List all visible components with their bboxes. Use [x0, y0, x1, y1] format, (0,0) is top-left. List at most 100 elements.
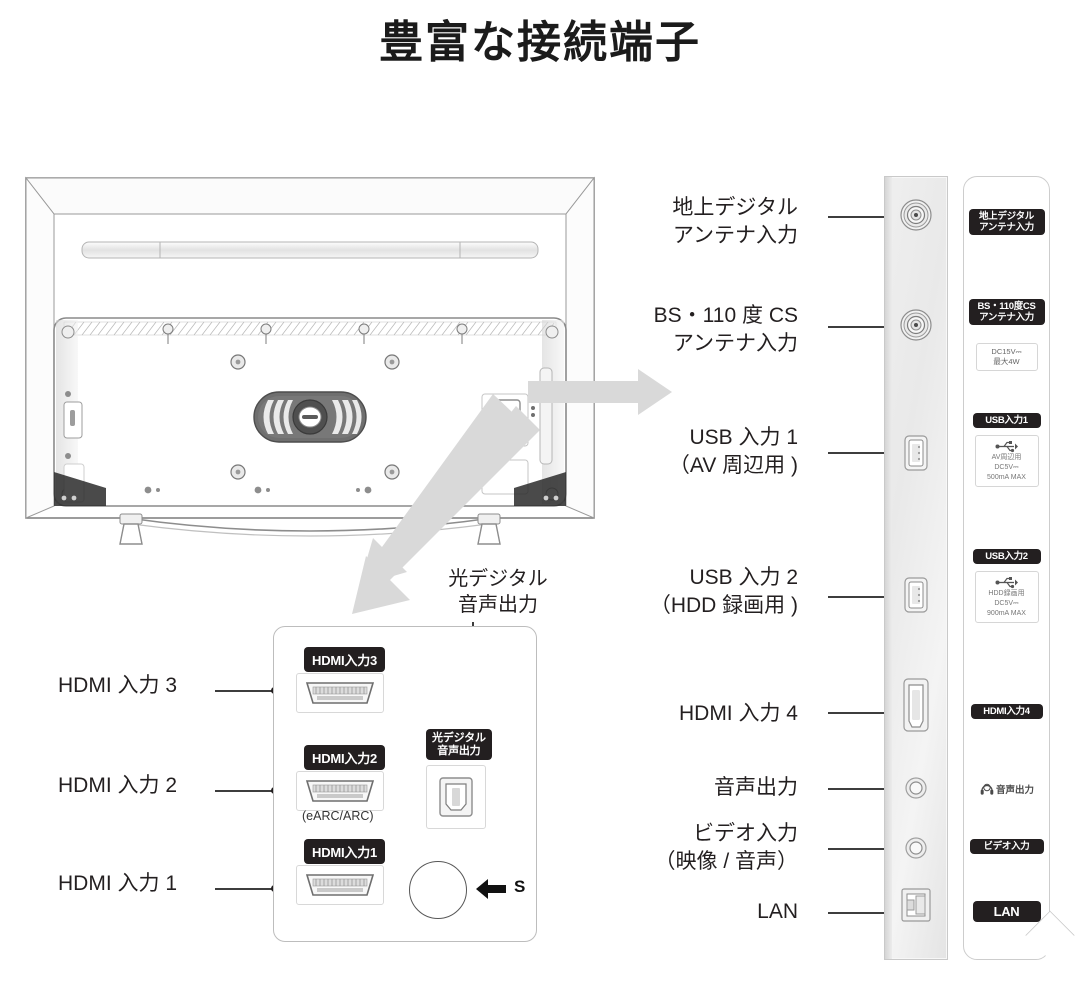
legend-badge-video-in: ビデオ入力: [969, 839, 1044, 855]
page-title: 豊富な接続端子: [379, 18, 701, 67]
jack-badge-optical-audio: 光デジタル 音声出力: [426, 729, 492, 761]
leader-audio-out: [828, 788, 890, 790]
badge-line-1: USB入力2: [985, 551, 1028, 562]
legend-badge-terrestrial-antenna: 地上デジタル アンテナ入力: [968, 209, 1045, 236]
legend-spec-usb-2: HDD録画用 DC5V⎓ 900mA MAX: [974, 571, 1039, 624]
hdmi-port-4[interactable]: [900, 677, 932, 738]
s-marker-label: S: [514, 877, 525, 897]
leader-lan: [828, 912, 890, 914]
leader-hdmi-2: [215, 790, 273, 792]
label-line-1: USB 入力 2: [689, 566, 798, 589]
label-lan: LAN: [757, 898, 798, 926]
spec-line-3: 500mA MAX: [987, 473, 1026, 481]
label-hdmi-2: HDMI 入力 2: [58, 772, 177, 799]
label-line-1: BS・110 度 CS: [653, 304, 798, 327]
spec-line-1: DC15V⎓: [991, 347, 1022, 356]
label-audio-out: 音声出力: [714, 774, 798, 802]
coax-antenna-jack-bscs[interactable]: [898, 307, 934, 348]
badge-line-1: HDMI入力4: [983, 706, 1030, 717]
label-line-1: 光デジタル: [448, 568, 548, 590]
label-line-1: 音声出力: [714, 776, 798, 799]
badge-line-2: アンテナ入力: [979, 312, 1034, 324]
label-line-1: 地上デジタル: [672, 196, 798, 219]
side-connector-panel: [884, 176, 948, 960]
label-line-1: USB 入力 1: [689, 426, 798, 449]
badge-line-2: アンテナ入力: [979, 222, 1034, 234]
label-hdmi-3: HDMI 入力 3: [58, 672, 177, 699]
badge-line-2: 音声出力: [437, 744, 481, 757]
spec-line-1: HDD録画用: [988, 590, 1025, 597]
coax-antenna-jack-terrestrial[interactable]: [898, 197, 934, 238]
badge-text: HDMI入力1: [312, 845, 378, 860]
legend-label-audio-out: 音声出力: [979, 781, 1034, 796]
lan-rj45-port[interactable]: [898, 885, 934, 930]
headphone-icon: [980, 783, 993, 795]
label-text: HDMI 入力 3: [58, 674, 178, 697]
label-text: HDMI 入力 2: [58, 774, 178, 797]
left-arrow-icon: [476, 879, 506, 899]
usb-type-a-port-1[interactable]: [901, 433, 931, 478]
usb-type-a-port-2[interactable]: [901, 575, 931, 620]
label-hdmi-1: HDMI 入力 1: [58, 870, 177, 897]
leader-bs-cs-antenna: [828, 326, 890, 328]
jack-badge-hdmi-2: HDMI入力2: [304, 745, 386, 770]
label-terrestrial-antenna: 地上デジタル アンテナ入力: [672, 194, 798, 249]
video-in-jack[interactable]: [903, 835, 929, 866]
label-video-in: ビデオ入力 （映像 / 音声）: [654, 820, 798, 875]
label-line-2: （AV 周辺用 ): [668, 453, 798, 477]
spec-line-2: 最大4W: [993, 357, 1020, 367]
jack-badge-hdmi-3: HDMI入力3: [304, 647, 386, 672]
badge-line-1: LAN: [993, 904, 1020, 919]
label-line-2: アンテナ入力: [672, 223, 798, 247]
badge-text: HDMI入力3: [312, 653, 378, 668]
usb-icon: [995, 441, 1018, 453]
label-optical-audio-out: 光デジタル 音声出力: [418, 566, 578, 618]
spec-line-3: 900mA MAX: [987, 609, 1026, 617]
power-button-circle[interactable]: [409, 861, 467, 919]
leader-terrestrial-antenna: [828, 216, 890, 218]
badge-line-1: 地上デジタル: [978, 211, 1034, 222]
label-line-1: LAN: [757, 900, 798, 923]
spec-line-2: DC5V⎓: [994, 599, 1019, 607]
legend-spec-bs-cs: DC15V⎓ 最大4W: [975, 343, 1038, 372]
label-text: HDMI 入力 1: [58, 872, 178, 895]
leader-usb-1: [828, 452, 890, 454]
leader-usb-2: [828, 596, 890, 598]
earc-arc-note: (eARC/ARC): [302, 809, 374, 823]
note-text: (eARC/ARC): [302, 809, 374, 823]
leader-hdmi-4: [828, 712, 890, 714]
label-line-2: 音声出力: [458, 594, 538, 616]
connector-legend-panel: 地上デジタル アンテナ入力 BS・110度CS アンテナ入力 DC15V⎓ 最大…: [963, 176, 1050, 960]
usb-icon: [995, 577, 1018, 589]
hdmi-port-3[interactable]: [296, 673, 384, 713]
s-text: S: [514, 877, 526, 896]
label-bs-cs-antenna: BS・110 度 CS アンテナ入力: [654, 302, 798, 357]
legend-badge-usb-2: USB入力2: [972, 549, 1041, 565]
label-usb-2: USB 入力 2 （HDD 録画用 ): [650, 564, 798, 619]
legend-badge-bs-cs-antenna: BS・110度CS アンテナ入力: [968, 299, 1045, 326]
badge-line-1: BS・110度CS: [977, 301, 1036, 312]
leader-video-in: [828, 848, 890, 850]
badge-line-1: 光デジタル: [432, 732, 486, 744]
spec-line-2: DC5V⎓: [994, 463, 1019, 471]
label-line-1: ビデオ入力: [693, 822, 798, 845]
leader-hdmi-3: [215, 690, 273, 692]
badge-line-1: ビデオ入力: [983, 841, 1030, 852]
spec-line-1: AV周辺用: [991, 454, 1022, 461]
label-line-2: アンテナ入力: [672, 331, 798, 355]
optical-audio-out-port[interactable]: [426, 765, 486, 829]
panel-edge: [885, 177, 892, 959]
leader-hdmi-1: [215, 888, 273, 890]
legend-badge-lan: LAN: [972, 901, 1041, 923]
hdmi-port-2[interactable]: [296, 771, 384, 811]
hdmi-port-1[interactable]: [296, 865, 384, 905]
audio-out-jack[interactable]: [903, 775, 929, 806]
label-hdmi-4: HDMI 入力 4: [679, 700, 798, 728]
jack-badge-hdmi-1: HDMI入力1: [304, 839, 386, 864]
badge-line-1: USB入力1: [985, 415, 1028, 426]
label-usb-1: USB 入力 1 （AV 周辺用 ): [669, 424, 798, 479]
legend-audio-out-text: 音声出力: [995, 784, 1035, 796]
bottom-jack-panel: HDMI入力3 HDMI入力2: [273, 626, 537, 942]
label-line-2: （映像 / 音声）: [654, 849, 798, 873]
